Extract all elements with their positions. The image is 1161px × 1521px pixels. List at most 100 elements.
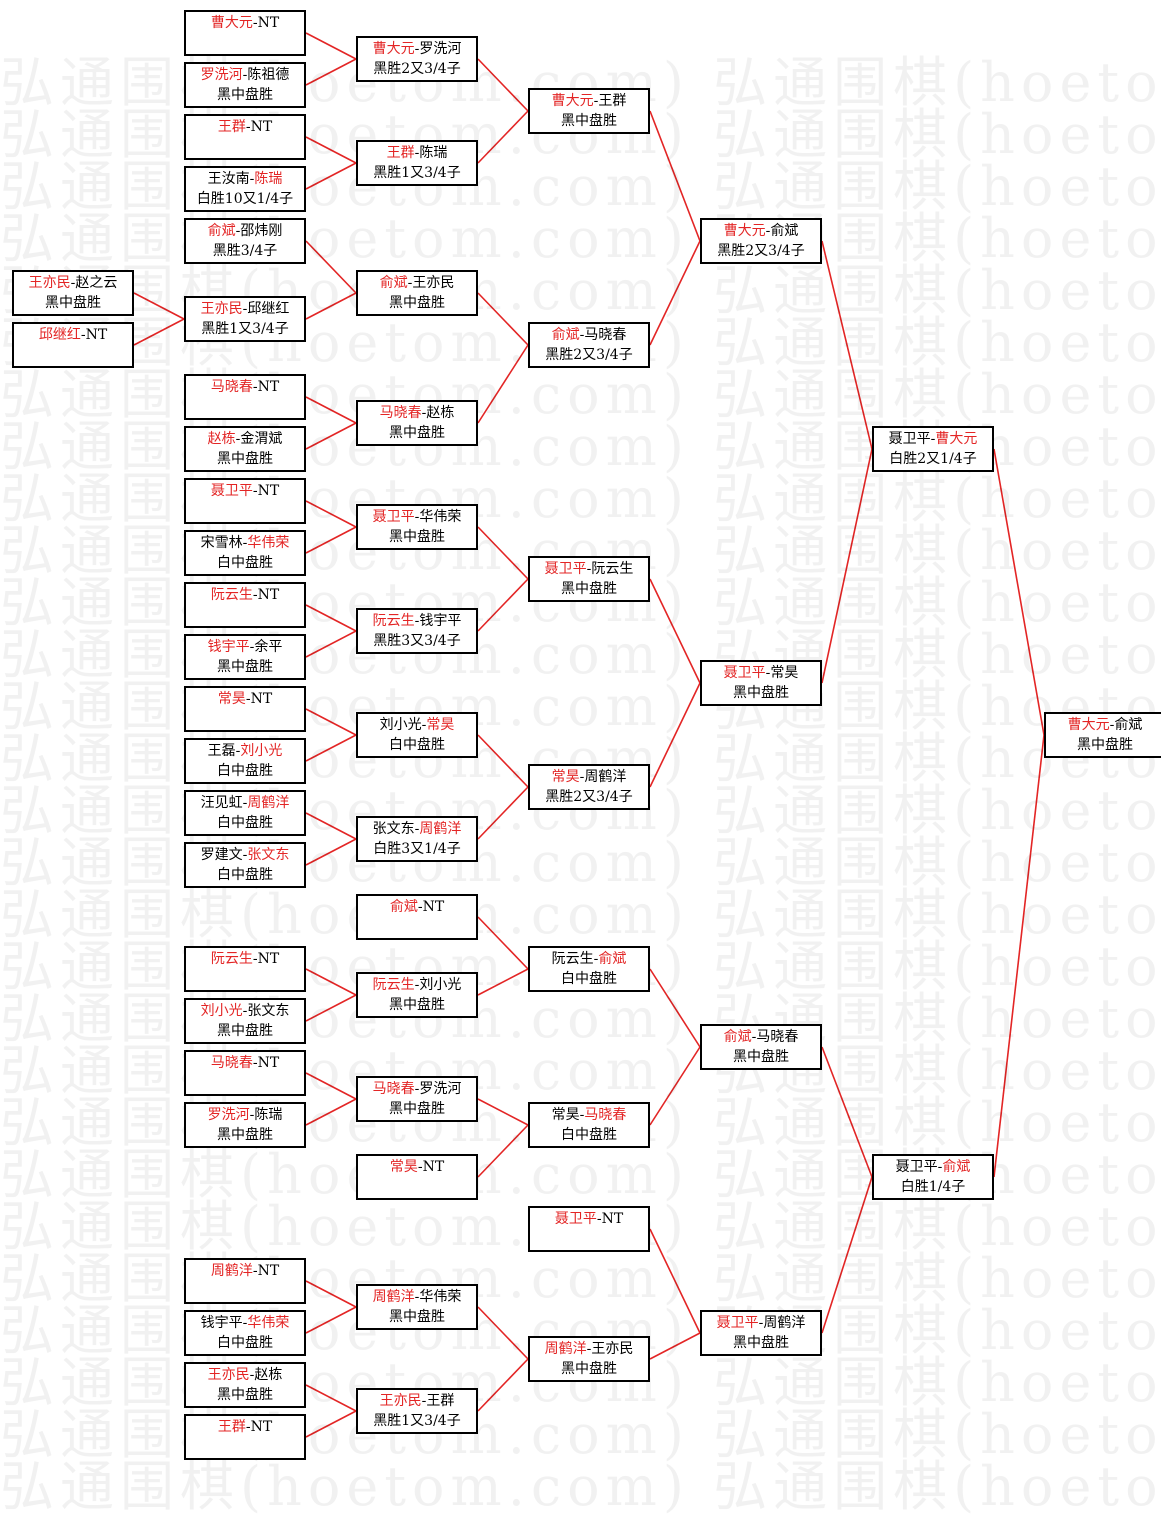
match-result: 黑中盘胜: [389, 295, 445, 311]
match-players: 王亦民-王群: [358, 1391, 476, 1411]
player-b: 华伟荣: [247, 535, 290, 551]
vs-separator: -: [930, 431, 936, 447]
player-b: NT: [422, 1159, 445, 1175]
match-players: 常昊-NT: [186, 689, 304, 709]
player-a: 常昊: [551, 769, 580, 785]
match-box: 王汝南-陈瑞白胜10又1/4子: [184, 166, 306, 212]
vs-separator: -: [249, 639, 255, 655]
player-b: NT: [257, 587, 280, 603]
match-players: 马晓春-赵栋: [358, 403, 476, 423]
player-a: 张文东: [372, 821, 415, 837]
match-result: 黑胜2又3/4子: [717, 243, 805, 259]
bracket-link: [477, 58, 529, 112]
bracket-link: [477, 526, 529, 580]
match-result: 白中盘胜: [217, 815, 273, 831]
vs-separator: -: [242, 1003, 248, 1019]
vs-separator: -: [417, 899, 423, 915]
bracket-link: [305, 58, 357, 86]
match-box: 马晓春-NT: [184, 1050, 306, 1096]
match-players: 曹大元-俞斌: [702, 221, 820, 241]
vs-separator: -: [252, 15, 258, 31]
player-a: 聂卫平: [723, 665, 766, 681]
bracket-link: [649, 1228, 701, 1334]
player-b: 赵之云: [75, 275, 118, 291]
bracket-link: [477, 344, 529, 424]
match-players: 曹大元-王群: [530, 91, 648, 111]
match-box: 阮云生-NT: [184, 946, 306, 992]
match-box: 王磊-刘小光白中盘胜: [184, 738, 306, 784]
match-box: 俞斌-NT: [356, 894, 478, 940]
player-a: 阮云生: [372, 613, 415, 629]
bracket-link: [305, 812, 357, 840]
player-a: 罗洗河: [207, 1107, 250, 1123]
match-box: 宋雪林-华伟荣白中盘胜: [184, 530, 306, 576]
match-result: 白胜1/4子: [900, 1179, 966, 1195]
vs-separator: -: [245, 119, 251, 135]
player-b: 曹大元: [935, 431, 978, 447]
player-a: 王群: [386, 145, 415, 161]
vs-separator: -: [252, 587, 258, 603]
vs-separator: -: [593, 951, 599, 967]
player-a: 王亦民: [28, 275, 71, 291]
player-a: 聂卫平: [210, 483, 253, 499]
player-b: 华伟荣: [419, 509, 462, 525]
vs-separator: -: [414, 613, 420, 629]
vs-separator: -: [765, 223, 771, 239]
match-players: 邱继红-NT: [14, 325, 132, 345]
player-a: 阮云生: [551, 951, 594, 967]
match-players: 曹大元-罗洗河: [358, 39, 476, 59]
vs-separator: -: [758, 1315, 764, 1331]
match-players: 曹大元-俞斌: [1046, 715, 1161, 735]
match-box: 王亦民-邱继红黑胜1又3/4子: [184, 296, 306, 342]
match-players: 宋雪林-华伟荣: [186, 533, 304, 553]
player-b: 马晓春: [756, 1029, 799, 1045]
match-box: 曹大元-NT: [184, 10, 306, 56]
player-a: 邱继红: [38, 327, 81, 343]
match-players: 常昊-马晓春: [530, 1105, 648, 1125]
player-a: 俞斌: [723, 1029, 752, 1045]
vs-separator: -: [70, 275, 76, 291]
vs-separator: -: [242, 1315, 248, 1331]
match-result: 黑中盘胜: [389, 425, 445, 441]
match-result: 白中盘胜: [389, 737, 445, 753]
bracket-link: [305, 1410, 357, 1438]
match-players: 钱宇平-余平: [186, 637, 304, 657]
player-a: 聂卫平: [544, 561, 587, 577]
vs-separator: -: [586, 561, 592, 577]
match-players: 聂卫平-NT: [530, 1209, 648, 1229]
player-b: 陈瑞: [254, 171, 283, 187]
bracket-link: [649, 110, 701, 242]
vs-separator: -: [579, 1107, 585, 1123]
match-players: 王亦民-邱继红: [186, 299, 304, 319]
player-a: 刘小光: [379, 717, 422, 733]
player-b: NT: [257, 1263, 280, 1279]
match-box: 聂卫平-常昊黑中盘胜: [700, 660, 822, 706]
vs-separator: -: [245, 691, 251, 707]
player-a: 曹大元: [210, 15, 253, 31]
player-a: 周鹤洋: [544, 1341, 587, 1357]
bracket-link: [305, 136, 357, 164]
bracket-link: [649, 1332, 701, 1360]
player-a: 王群: [217, 1419, 246, 1435]
vs-separator: -: [596, 1211, 602, 1227]
match-players: 俞斌-NT: [358, 897, 476, 917]
match-players: 阮云生-NT: [186, 949, 304, 969]
vs-separator: -: [593, 93, 599, 109]
match-box: 俞斌-邵炜刚黑胜3/4子: [184, 218, 306, 264]
match-players: 张文东-周鹤洋: [358, 819, 476, 839]
player-b: NT: [257, 483, 280, 499]
match-result: 黑中盘胜: [1077, 737, 1133, 753]
player-b: NT: [601, 1211, 624, 1227]
match-result: 黑中盘胜: [733, 1335, 789, 1351]
vs-separator: -: [242, 301, 248, 317]
bracket-link: [305, 396, 357, 424]
bracket-link: [305, 1072, 357, 1100]
player-b: 华伟荣: [419, 1289, 462, 1305]
bracket-link: [649, 968, 701, 1048]
bracket-link: [305, 708, 357, 736]
player-a: 马晓春: [372, 1081, 415, 1097]
bracket-link: [305, 240, 357, 294]
match-result: 黑胜2又3/4子: [545, 789, 633, 805]
match-result: 白中盘胜: [561, 971, 617, 987]
vs-separator: -: [235, 743, 241, 759]
